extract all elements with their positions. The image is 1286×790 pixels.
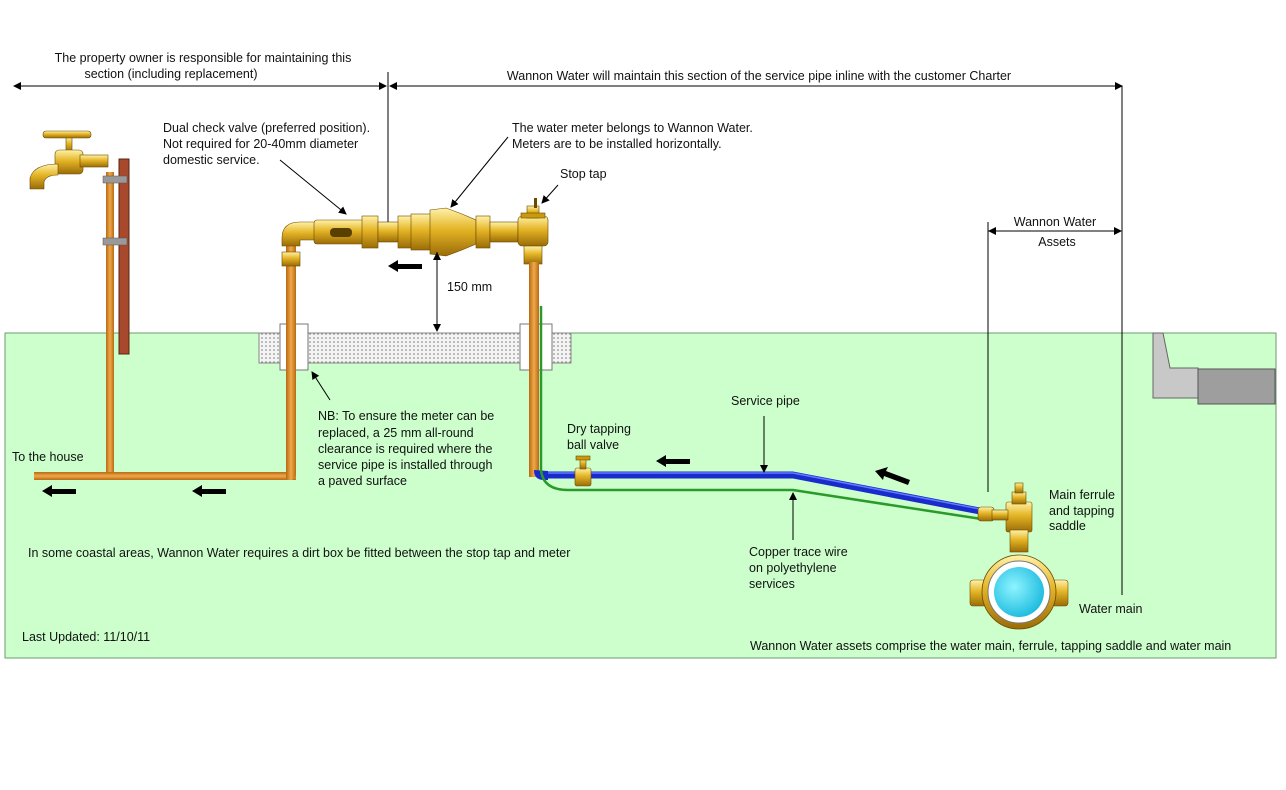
stop-tap-icon (517, 198, 549, 265)
flow-arrows (42, 260, 910, 497)
upstand-left (286, 240, 296, 340)
main-ferrule-label-line-2: and tapping (1049, 504, 1114, 518)
water-meter-icon (410, 207, 519, 257)
dual-check-valve-icon (313, 215, 413, 249)
flow-arrow-up-left-icon (875, 467, 910, 485)
check-valve-label-line-2: Not required for 20-40mm diameter (163, 137, 358, 151)
fence-post (118, 158, 130, 355)
copper-wire-label-line-2: on polyethylene (749, 561, 837, 575)
wannon-section-label: Wannon Water will maintain this section … (507, 69, 1011, 83)
flow-arrow-left-icon (656, 455, 690, 467)
tap-riser-pipe (106, 172, 114, 476)
clearance-label: 150 mm (447, 280, 492, 294)
main-ferrule-icon (977, 482, 1033, 553)
to-house-label: To the house (12, 450, 84, 464)
garden-tap-icon (29, 130, 109, 190)
tap-bracket-2 (102, 237, 128, 246)
copper-wire-label-line-1: Copper trace wire (749, 545, 848, 559)
main-ferrule-label-line-3: saddle (1049, 519, 1086, 533)
water-main-label: Water main (1079, 602, 1142, 616)
main-ferrule-label-line-1: Main ferrule (1049, 488, 1115, 502)
service-pipe-label: Service pipe (731, 394, 800, 408)
owner-section-label-line-1: The property owner is responsible for ma… (55, 51, 352, 65)
nb-label-line-5: a paved surface (318, 474, 407, 488)
nb-label-line-2: replaced, a 25 mm all-round (318, 426, 474, 440)
nb-label-line-4: service pipe is installed through (318, 458, 492, 472)
assets-label-line-1: Wannon Water (1014, 215, 1096, 229)
dry-tapping-label-line-1: Dry tapping (567, 422, 631, 436)
leader-arrows (279, 136, 797, 540)
fitting-left-nut (281, 251, 301, 267)
stop-tap-label: Stop tap (560, 167, 607, 181)
assets-note: Wannon Water assets comprise the water m… (750, 639, 1231, 653)
service-pipe (540, 471, 986, 516)
copper-wire-label-line-3: services (749, 577, 795, 591)
meter-label-line-1: The water meter belongs to Wannon Water. (512, 121, 753, 135)
house-pipe (34, 472, 296, 480)
check-valve-label-line-1: Dual check valve (preferred position). (163, 121, 370, 135)
meter-label-line-2: Meters are to be installed horizontally. (512, 137, 722, 151)
water-main-icon (969, 554, 1069, 630)
tap-bracket-1 (102, 175, 128, 184)
check-valve-label-line-3: domestic service. (163, 153, 260, 167)
upstand-right (529, 262, 539, 477)
ball-valve-icon (574, 455, 592, 487)
dirt-box-note: In some coastal areas, Wannon Water requ… (28, 546, 570, 560)
nb-label-line-1: NB: To ensure the meter can be (318, 409, 494, 423)
flow-arrow-left-icon (42, 485, 76, 497)
flow-arrow-left-icon (192, 485, 226, 497)
elbow-left (281, 221, 319, 247)
assets-label-line-2: Assets (1038, 235, 1076, 249)
paved-surface (258, 332, 572, 364)
kerb (1152, 332, 1276, 405)
owner-section-label-line-2: section (including replacement) (84, 67, 257, 81)
last-updated-label: Last Updated: 11/10/11 (22, 630, 150, 644)
dry-tapping-label-line-2: ball valve (567, 438, 619, 452)
nb-label-line-3: clearance is required where the (318, 442, 492, 456)
flow-arrow-left-icon (388, 260, 422, 272)
